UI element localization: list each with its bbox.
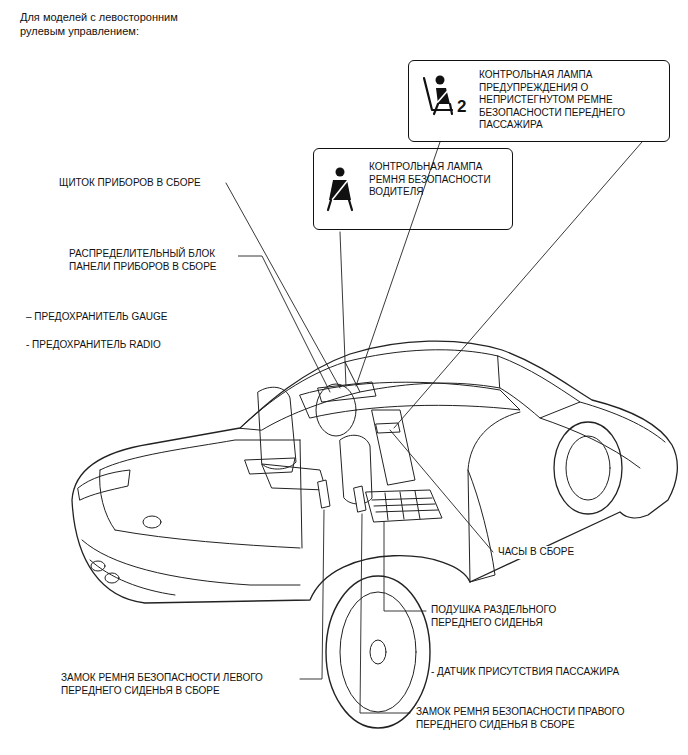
- rear-wheel-rim: [340, 592, 416, 712]
- trunk-lid: [100, 440, 300, 548]
- warning-lamp-box: КОНТРОЛЬНАЯ ЛАМПА РЕМНЯ БЕЗОПАСНОСТИ ВОД…: [313, 148, 513, 230]
- leader-line: [238, 256, 330, 392]
- front-wheel: [554, 422, 622, 514]
- part-label: РАСПРЕДЕЛИТЕЛЬНЫЙ БЛОК ПАНЕЛИ ПРИБОРОВ В…: [68, 248, 238, 273]
- driver-seatbelt-icon: [328, 168, 352, 211]
- leader-lines: [226, 142, 642, 713]
- door-opening: [300, 412, 520, 582]
- leader-line: [226, 183, 340, 388]
- warning-lamp-box: 2 КОНТРОЛЬНАЯ ЛАМПА ПРЕДУПРЕЖДЕНИЯ О НЕПР…: [408, 60, 670, 142]
- part-label: ЗАМОК РЕМНЯ БЕЗОПАСНОСТИ ЛЕВОГО ПЕРЕДНЕГ…: [60, 672, 298, 697]
- front-wheel-rim: [566, 436, 610, 500]
- part-label: ЧАСЫ В СБОРЕ: [497, 546, 575, 559]
- car-body: [72, 341, 677, 603]
- tail-light: [78, 470, 130, 500]
- leader-line: [340, 232, 346, 386]
- leader-line: [384, 522, 426, 611]
- diagram-title: Для моделей с левосторонним рулевым упра…: [20, 10, 216, 38]
- tail-light: [245, 458, 295, 474]
- lamp-label: КОНТРОЛЬНАЯ ЛАМПА РЕМНЯ БЕЗОПАСНОСТИ ВОД…: [369, 161, 505, 199]
- leader-line: [390, 430, 493, 552]
- emblem: [143, 516, 161, 528]
- rear-wheel-hub: [370, 640, 386, 664]
- seat-belt-buckle: [354, 486, 366, 512]
- seat-belt-buckle: [318, 480, 330, 508]
- leader-line: [300, 510, 324, 679]
- driver-seat: [258, 387, 326, 490]
- hood: [540, 402, 665, 468]
- open-door: [468, 470, 495, 582]
- lamp-label: КОНТРОЛЬНАЯ ЛАМПА ПРЕДУПРЕЖДЕНИЯ О НЕПРИ…: [479, 69, 661, 132]
- part-label: ЗАМОК РЕМНЯ БЕЗОПАСНОСТИ ПРАВОГО ПЕРЕДНЕ…: [415, 706, 662, 731]
- exhaust-pipe: [91, 561, 105, 571]
- leader-line: [360, 514, 410, 713]
- steering-wheel: [316, 384, 356, 436]
- exhaust-pipe: [105, 573, 119, 583]
- occupant-sensor: [372, 491, 438, 520]
- center-console: [372, 410, 415, 485]
- leader-line: [394, 142, 642, 428]
- part-label: - ДАТЧИК ПРИСУТСТВИЯ ПАССАЖИРА: [430, 666, 620, 679]
- dashboard: [300, 382, 520, 418]
- roof-line: [345, 350, 500, 392]
- rear-bumper: [82, 540, 300, 595]
- part-label: – ПРЕДОХРАНИТЕЛЬ GAUGE: [25, 311, 169, 324]
- seat-cushion: [366, 490, 442, 522]
- part-label: ПОДУШКА РАЗДЕЛЬНОГО ПЕРЕДНЕГО СИДЕНЬЯ: [430, 604, 582, 629]
- part-label: - ПРЕДОХРАНИТЕЛЬ RADIO: [25, 339, 162, 352]
- part-label: ЩИТОК ПРИБОРОВ В СБОРЕ: [58, 177, 202, 190]
- passenger-seatbelt-icon: [424, 76, 452, 115]
- clock-panel: [376, 423, 400, 433]
- icon-number: 2: [457, 97, 466, 117]
